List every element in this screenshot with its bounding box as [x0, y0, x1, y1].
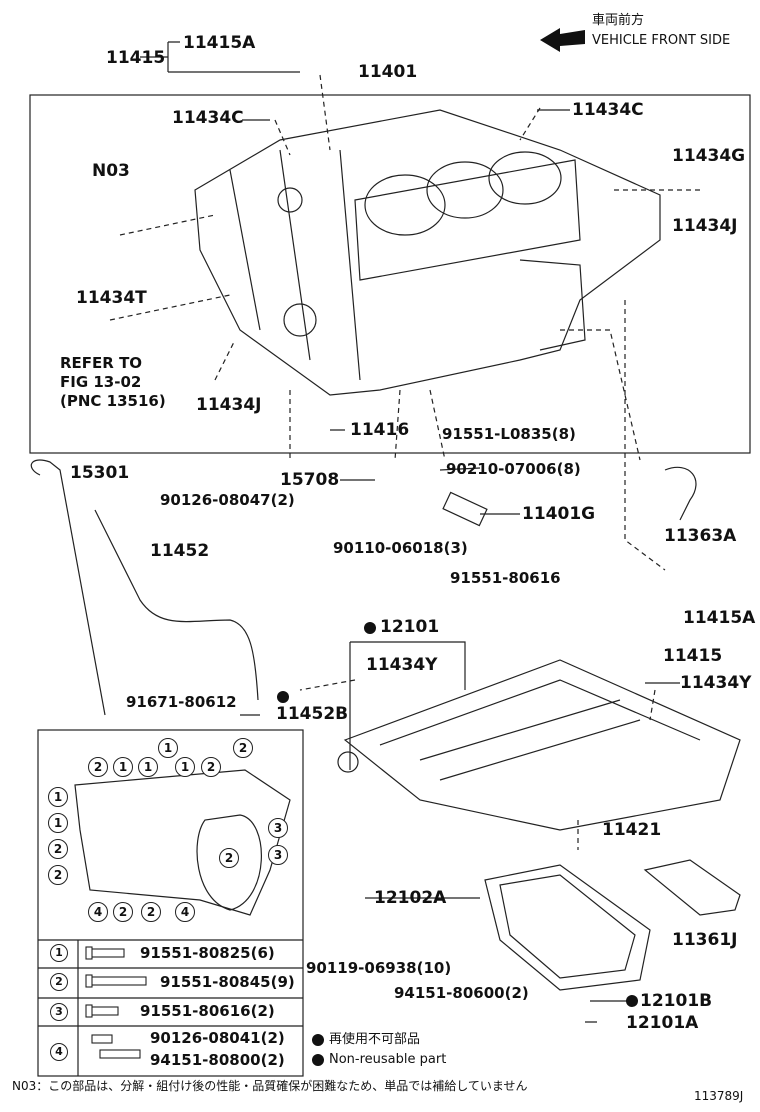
part-label-91551-80616: 91551-80616	[450, 569, 561, 587]
bolt-circle: 3	[268, 845, 288, 865]
left-arrow-icon	[540, 28, 585, 52]
part-label-15301: 15301	[70, 463, 130, 483]
engine-block-frame	[29, 94, 751, 454]
part-label-12102A: 12102A	[374, 888, 447, 908]
direction-en: VEHICLE FRONT SIDE	[592, 33, 731, 48]
part-label-15708: 15708	[280, 470, 340, 490]
legend-num-3: 3	[50, 1003, 68, 1021]
part-label-11401: 11401	[358, 62, 418, 82]
bolt-circle: 4	[175, 902, 195, 922]
legend-part-2: 91551-80845(9)	[160, 973, 295, 991]
part-label-90110: 90110-06018(3)	[333, 539, 468, 557]
part-label-90210: 90210-07006(8)	[446, 460, 581, 478]
part-label-11452B: 11452B	[276, 704, 349, 724]
part-label-11421: 11421	[602, 820, 662, 840]
part-label-94151-80600: 94151-80600(2)	[394, 984, 529, 1002]
refer-line-3: (PNC 13516)	[60, 392, 166, 410]
part-label-91671: 91671-80612	[126, 693, 237, 711]
part-label-11361J: 11361J	[672, 930, 738, 950]
part-label-11434J-left: 11434J	[196, 395, 262, 415]
bolt-circle: 2	[201, 757, 221, 777]
part-label-11434Y-left: 11434Y	[366, 655, 438, 675]
part-label-12101: 12101	[380, 617, 440, 637]
bolt-circle: 2	[233, 738, 253, 758]
part-label-11401G: 11401G	[522, 504, 596, 524]
part-label-11434G: 11434G	[672, 146, 746, 166]
part-label-11415A: 11415A	[183, 33, 256, 53]
bolt-circle: 3	[268, 818, 288, 838]
bolt-circle: 1	[113, 757, 133, 777]
bolt-circle: 2	[48, 839, 68, 859]
bolt-circle: 1	[48, 787, 68, 807]
bolt-legend-box	[37, 729, 304, 1077]
nonreuse-jp: 再使用不可部品	[312, 1032, 420, 1048]
legend-part-1: 91551-80825(6)	[140, 944, 275, 962]
part-label-11434J-right: 11434J	[672, 216, 738, 236]
legend-part-3: 91551-80616(2)	[140, 1002, 275, 1020]
figure-ref: 113789J	[694, 1089, 744, 1103]
part-label-11415: 11415	[106, 48, 166, 68]
bolt-circle: 1	[175, 757, 195, 777]
part-label-11363A: 11363A	[664, 526, 737, 546]
footer-note: N03：この部品は、分解・組付け後の性能・品質確保が困難なため、単品では補給して…	[12, 1079, 528, 1093]
nonreuse-en: Non-reusable part	[312, 1052, 446, 1068]
legend-num-4: 4	[50, 1043, 68, 1061]
part-label-12101B: 12101B	[640, 991, 713, 1011]
legend-num-1: 1	[50, 944, 68, 962]
refer-line-2: FIG 13-02	[60, 373, 142, 391]
part-label-90119: 90119-06938(10)	[306, 959, 452, 977]
bolt-circle: 2	[219, 848, 239, 868]
part-label-90126-08047: 90126-08047(2)	[160, 491, 295, 509]
bolt-circle: 2	[48, 865, 68, 885]
legend-part-4b: 94151-80800(2)	[150, 1051, 285, 1069]
part-label-11415-right: 11415	[663, 646, 723, 666]
part-label-12101A: 12101A	[626, 1013, 699, 1033]
part-label-11434C-left: 11434C	[172, 108, 244, 128]
lower-oil-pan-drawing	[484, 864, 651, 991]
dipstick-guide-drawing	[94, 509, 259, 701]
bolt-circle: 1	[138, 757, 158, 777]
part-label-11434C-right: 11434C	[572, 100, 644, 120]
direction-jp: 車両前方	[592, 13, 645, 28]
dipstick-drawing	[30, 459, 106, 716]
legend-num-2: 2	[50, 973, 68, 991]
refer-line-1: REFER TO	[60, 354, 143, 372]
part-label-N03: N03	[92, 161, 130, 181]
bolt-circle: 2	[88, 757, 108, 777]
bolt-circle: 1	[158, 738, 178, 758]
part-label-91551-L0835: 91551-L0835(8)	[442, 425, 576, 443]
baffle-plate-drawing	[643, 859, 741, 916]
part-label-11415A-right: 11415A	[683, 608, 756, 628]
bolt-circle: 2	[141, 902, 161, 922]
part-label-11416: 11416	[350, 420, 410, 440]
part-label-11434T: 11434T	[76, 288, 147, 308]
part-label-11434Y-right: 11434Y	[680, 673, 752, 693]
bolt-circle: 4	[88, 902, 108, 922]
bolt-circle: 2	[113, 902, 133, 922]
cylinder-block-drawing	[194, 109, 661, 396]
bolt-circle: 1	[48, 813, 68, 833]
legend-part-4a: 90126-08041(2)	[150, 1029, 285, 1047]
part-label-11452: 11452	[150, 541, 210, 561]
oil-pan-drawing	[343, 659, 741, 831]
